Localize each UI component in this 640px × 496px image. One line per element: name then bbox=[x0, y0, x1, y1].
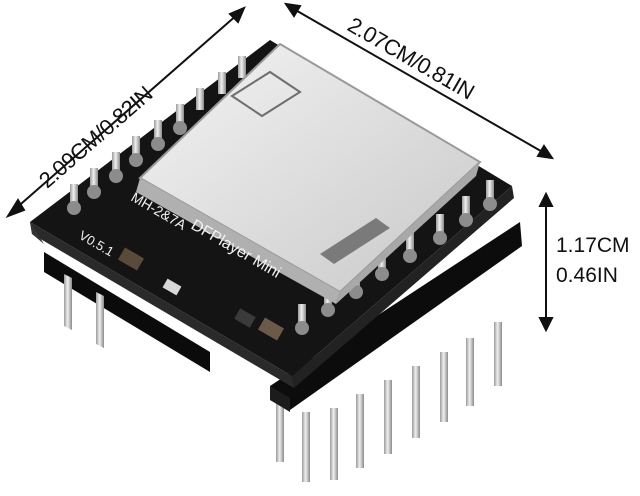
height-dimension-arrow bbox=[538, 191, 554, 333]
rear-pin-header bbox=[44, 252, 210, 372]
depth-dimension-arrow bbox=[283, 2, 555, 160]
height-cm-label: 1.17CM bbox=[556, 234, 630, 257]
top-pin-row-left bbox=[70, 56, 246, 206]
solder-pads bbox=[67, 121, 497, 335]
sd-card-slot bbox=[136, 42, 482, 304]
height-in-label: 0.46IN bbox=[556, 264, 618, 287]
smd-components bbox=[117, 247, 285, 341]
front-pin-header bbox=[270, 222, 522, 412]
width-dimension-arrow bbox=[5, 6, 246, 218]
header-pins bbox=[276, 322, 502, 482]
